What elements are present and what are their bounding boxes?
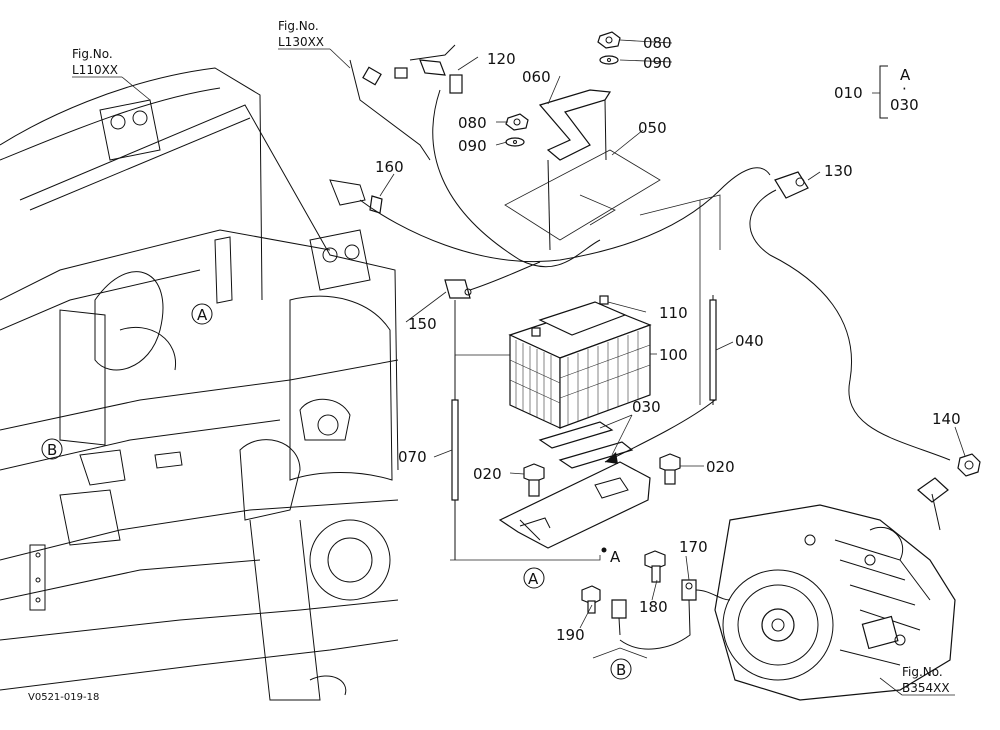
label-120: 120 — [487, 50, 516, 68]
label-020-right: 020 — [706, 458, 735, 476]
fig-ref-l130xx: L130XX — [278, 35, 324, 49]
fig-ref-b354xx: B354XX — [902, 681, 950, 695]
nut-080-top — [597, 31, 621, 49]
bracket-010 — [872, 65, 888, 119]
label-070: 070 — [398, 448, 427, 466]
connector-140 — [957, 453, 981, 477]
label-080-mid: 080 — [458, 114, 487, 132]
engine-block — [714, 504, 956, 701]
marker-a-frame: A — [197, 306, 208, 324]
label-030: 030 — [632, 398, 661, 416]
washer-090-mid — [505, 137, 525, 147]
label-190: 190 — [556, 626, 585, 644]
label-080-top: 080 — [643, 34, 672, 52]
fig-ref-l110xx: L110XX — [72, 63, 118, 77]
pad-030-b — [558, 441, 634, 469]
marker-a-detail: A — [528, 570, 539, 588]
tractor-frame — [0, 67, 399, 701]
drawing-code: V0521-019-18 — [28, 692, 99, 703]
upper-cable-assembly — [329, 44, 771, 299]
fig-label-2: Fig.No. — [278, 19, 319, 33]
label-090-top: 090 — [643, 54, 672, 72]
bolt-190 — [581, 585, 601, 614]
bracket-060 — [538, 89, 612, 161]
terminal-170 — [681, 579, 697, 601]
bolt-020-right — [659, 453, 681, 485]
label-050: 050 — [638, 119, 667, 137]
marker-b-detail: B — [616, 661, 626, 679]
bracket-label-a: A — [900, 66, 911, 84]
label-020-left: 020 — [473, 465, 502, 483]
label-130: 130 — [824, 162, 853, 180]
battery-tray — [498, 461, 651, 549]
pad-030-a — [538, 421, 614, 449]
marker-b-frame: B — [47, 441, 57, 459]
fig-label-1: Fig.No. — [72, 47, 113, 61]
label-110: 110 — [659, 304, 688, 322]
fig-label-3: Fig.No. — [902, 665, 943, 679]
bolt-180 — [644, 550, 666, 583]
label-150: 150 — [408, 315, 437, 333]
label-140: 140 — [932, 410, 961, 428]
label-040: 040 — [735, 332, 764, 350]
label-160: 160 — [375, 158, 404, 176]
label-100: 100 — [659, 346, 688, 364]
marker-a-point: A — [610, 548, 621, 566]
bolt-020-left — [523, 463, 545, 497]
plate-050 — [504, 149, 661, 241]
nut-080-mid — [505, 113, 529, 131]
label-010: 010 — [834, 84, 863, 102]
bracket-label-030: 030 — [890, 96, 919, 114]
bracket-dot: · — [902, 80, 907, 98]
sensor-130 — [774, 171, 809, 199]
label-180: 180 — [639, 598, 668, 616]
battery-100 — [508, 295, 652, 429]
label-170: 170 — [679, 538, 708, 556]
label-090-mid: 090 — [458, 137, 487, 155]
label-060: 060 — [522, 68, 551, 86]
washer-090-top — [599, 55, 619, 65]
